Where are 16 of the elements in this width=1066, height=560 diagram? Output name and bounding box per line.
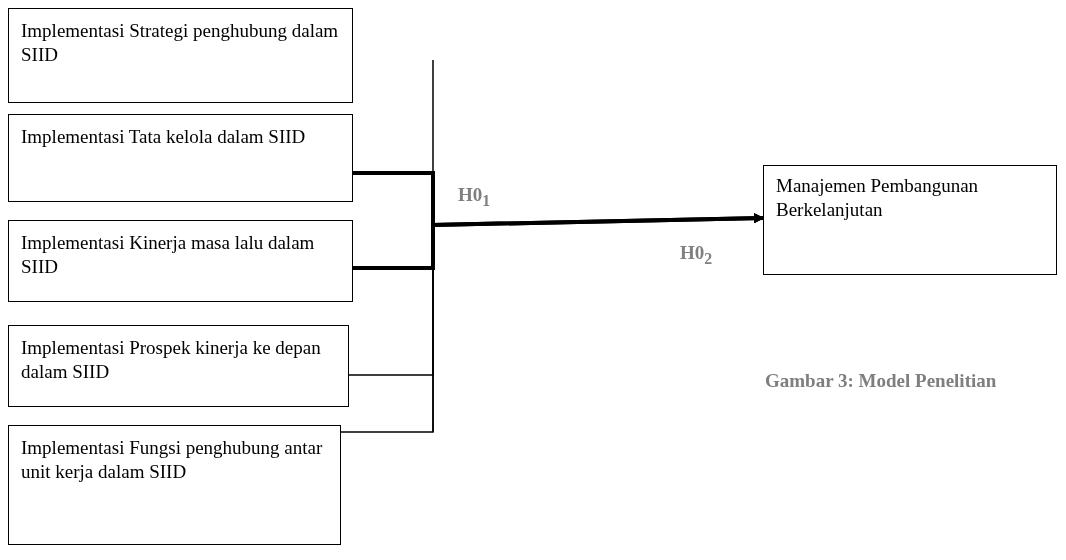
text-box	[8, 8, 353, 103]
hypothesis-label: H0$_{2}$	[680, 242, 713, 268]
text-box	[8, 220, 353, 302]
box-text: Implementasi Fungsi penghubung antar unit kerja dalam SIID	[21, 436, 324, 484]
box-text: Manajemen Pembangunan Berkelanjutan	[776, 174, 980, 222]
box-text: Implementasi Tata kelola dalam SIID	[21, 125, 307, 149]
arrow	[353, 213, 764, 270]
text-box	[8, 325, 349, 407]
text-box	[8, 425, 341, 545]
hypothesis-label: H0$_{1}$	[458, 184, 491, 210]
text-box	[763, 165, 1057, 275]
box-text: Implementasi Kinerja masa lalu dalam SIID	[21, 231, 316, 279]
box-text: Implementasi Prospek kinerja ke depan dalam SIID	[21, 336, 322, 384]
caption: Gambar 3: Model Penelitian	[765, 370, 997, 392]
text-box	[8, 114, 353, 202]
box-text: Implementasi Strategi penghubung dalam SIID	[21, 19, 340, 67]
